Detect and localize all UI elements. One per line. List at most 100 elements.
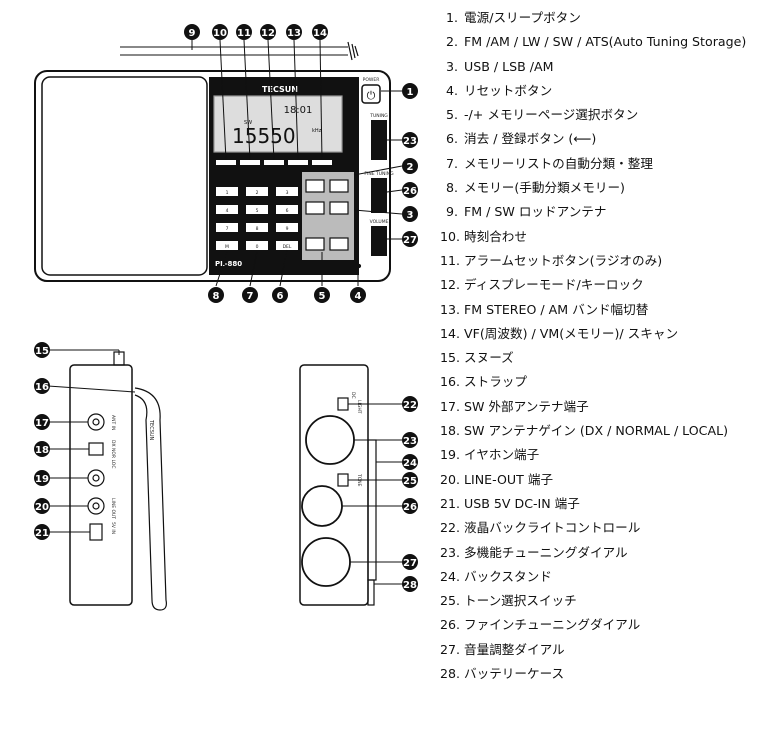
key-del[interactable] [276,241,298,250]
earphone-jack[interactable] [87,469,105,487]
legend-text: LINE-OUT 端子 [464,471,554,487]
legend-number: 18. [440,423,461,439]
svg-text:8: 8 [213,291,220,302]
key-6[interactable] [276,205,298,214]
callout-leaders-left [47,349,136,533]
callout-leaders-front [191,39,403,287]
callout-5: 5 [314,287,330,303]
time-button[interactable] [216,160,236,165]
side-label-usb: 5V IN [110,522,116,534]
legend-number: 13. [440,301,461,317]
ant-in-jack[interactable] [87,413,105,431]
legend-text: ディスプレーモード/キーロック [464,277,644,293]
svg-text:10: 10 [213,28,227,39]
usb-button[interactable] [305,201,325,215]
callout-26b: 26 [402,498,418,514]
legend-text: VF(周波数) / VM(メモリー)/ スキャン [464,325,679,341]
svg-text:14: 14 [313,28,327,39]
callout-10: 10 [212,24,228,40]
legend-text: SW アンテナゲイン (DX / NORMAL / LOCAL) [464,423,729,439]
backlight-switch[interactable] [337,397,349,411]
strap [134,387,167,611]
tuning-dial[interactable] [371,120,387,160]
lsb-button[interactable] [329,201,349,215]
callout-16: 16 [34,378,50,394]
svg-text:28: 28 [403,580,417,591]
legend-number: 14. [440,325,461,341]
am-button[interactable] [329,179,349,193]
legend-number: 24. [440,568,461,584]
legend-item: 14. VF(周波数) / VM(メモリー)/ スキャン [440,322,776,346]
side-brand: TECSUN [148,419,154,441]
tuning-knob[interactable] [305,415,355,465]
fine-tuning-knob[interactable] [301,485,343,527]
legend-text: FM / SW ロッドアンテナ [464,204,607,220]
usb-port[interactable] [89,523,103,541]
alarm-button[interactable] [240,160,260,165]
legend-item: 23. 多機能チューニングダイアル [440,541,776,565]
key-m[interactable] [216,241,238,250]
legend-text: -/+ メモリーページ選択ボタン [464,107,639,123]
key-1[interactable] [216,187,238,196]
vfvm-button[interactable] [312,160,332,165]
memory-minus-button[interactable] [305,237,325,251]
legend-number: 23. [440,544,461,560]
legend-item: 3. USB / LSB /AM [440,55,776,79]
side-label-lineout: LINE OUT [110,498,116,519]
line-out-jack[interactable] [87,497,105,515]
power-label: POWER [363,77,380,83]
key-2-label: 2 [256,190,259,196]
volume-knob[interactable] [301,537,351,587]
svg-text:27: 27 [403,558,417,569]
lcd-time: 18:01 [284,105,313,116]
legend-text: USB / LSB /AM [464,58,554,74]
legend-item: 20. LINE-OUT 端子 [440,468,776,492]
legend-number: 25. [440,593,461,609]
legend-item: 12. ディスプレーモード/キーロック [440,273,776,297]
svg-text:25: 25 [403,476,417,487]
key-4[interactable] [216,205,238,214]
legend-text: 電源/スリープボタン [464,10,581,25]
legend-number: 19. [440,447,461,463]
key-0[interactable] [246,241,268,250]
stereo-button[interactable] [288,160,308,165]
legend-item: 13. FM STEREO / AM バンド幅切替 [440,298,776,322]
tone-switch[interactable] [337,473,349,487]
legend-item: 25. トーン選択スイッチ [440,589,776,613]
callout-28: 28 [402,576,418,592]
key-3[interactable] [276,187,298,196]
key-5-label: 5 [256,208,259,214]
side-label-dc: DC [350,392,356,399]
callout-15: 15 [34,342,50,358]
legend-item: 6. 消去 / 登録ボタン (⟵) [440,127,776,151]
fine-tuning-dial[interactable] [371,178,387,213]
legend-number: 3. [445,58,458,74]
memory-plus-button[interactable] [329,237,349,251]
callout-9: 9 [184,24,200,40]
power-button[interactable] [361,84,381,104]
key-2[interactable] [246,187,268,196]
key-5[interactable] [246,205,268,214]
svg-text:24: 24 [403,458,417,469]
volume-dial[interactable] [371,226,387,256]
display-button[interactable] [264,160,284,165]
legend-number: 15. [440,350,461,366]
callout-27a: 27 [402,231,418,247]
key-8[interactable] [246,223,268,232]
antenna-gain-switch[interactable] [88,442,104,456]
key-7[interactable] [216,223,238,232]
svg-text:11: 11 [237,28,251,39]
side-body-left [69,364,133,606]
svg-text:23: 23 [403,136,417,147]
legend-text: イヤホン端子 [464,447,540,463]
reset-hole[interactable] [356,263,362,269]
callout-23b: 23 [402,432,418,448]
fm-button[interactable] [305,179,325,193]
svg-text:15: 15 [35,346,49,357]
keypad[interactable]: 1 2 3 4 5 6 7 8 9 M 0 DEL [216,187,298,250]
key-9[interactable] [276,223,298,232]
legend-item: 27. 音量調整ダイアル [440,638,776,662]
svg-text:9: 9 [189,28,196,39]
function-buttons[interactable] [216,160,332,165]
